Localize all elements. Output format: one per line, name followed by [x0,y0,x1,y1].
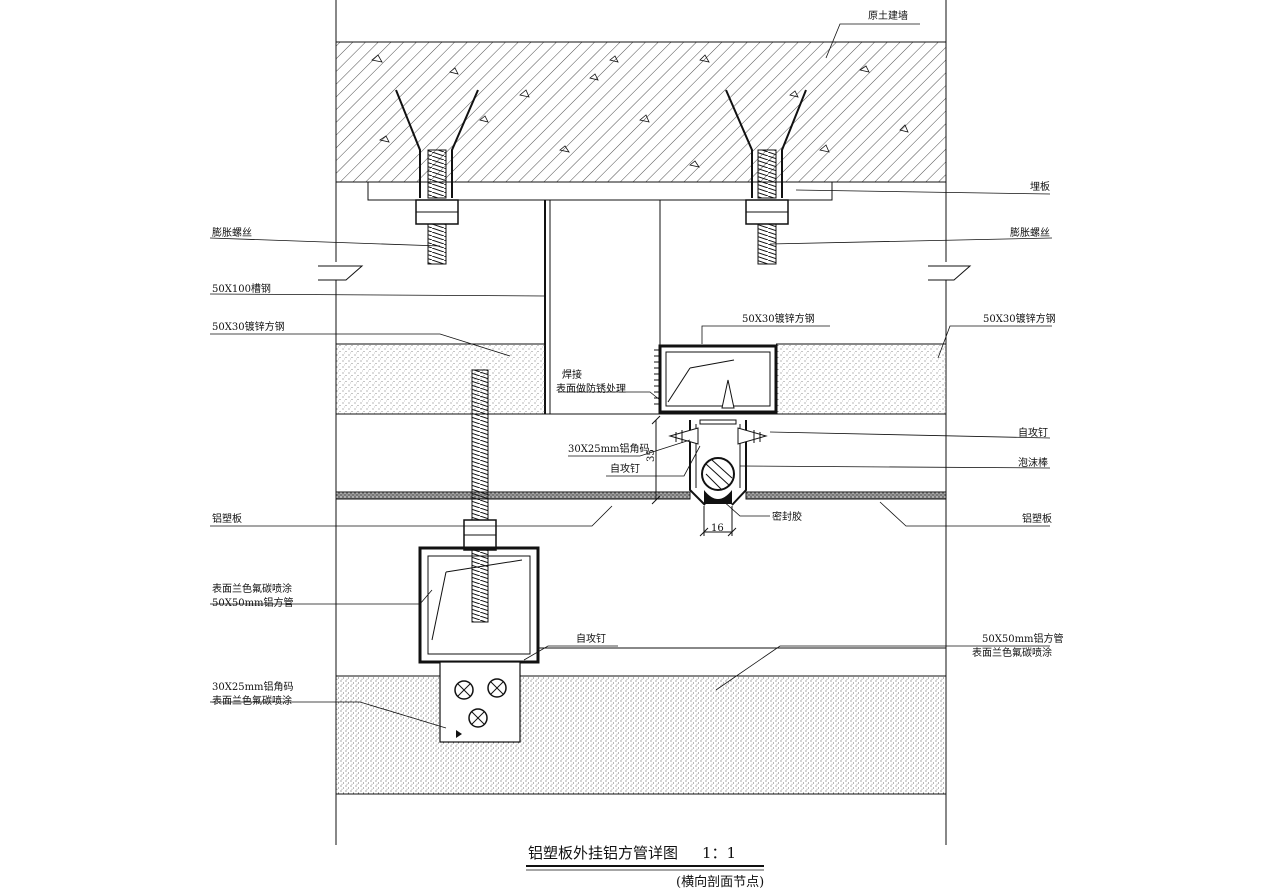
drawing-subtitle: (横向剖面节点) [676,874,764,890]
label-screw-right: 自攻钉 [1018,426,1048,439]
label-channel: 50X100槽钢 [212,282,271,295]
drawing-title: 铝塑板外挂铝方管详图 [528,844,678,862]
dim-joint-width: 16 [711,523,724,534]
leader-lines [209,23,1053,729]
title-block: 铝塑板外挂铝方管详图 1：1 (横向剖面节点) [526,844,764,890]
anchor-bolt-right [725,89,807,265]
label-tube-right-size: 50X50mm铝方管 [982,632,1064,645]
label-anchor-left: 膨胀螺丝 [212,226,252,239]
threaded-rod [463,369,497,623]
label-sealant: 密封胶 [772,510,802,523]
drawing-scale: 1：1 [702,844,736,862]
embed-plate [367,181,833,201]
label-square-steel-left: 50X30镀锌方钢 [212,320,285,333]
dim-clip-height: 35 [646,449,657,462]
label-tube-left-size: 50X50mm铝方管 [212,596,294,609]
lower-angle-clip [439,661,521,743]
label-tube-left-coating: 表面兰色氟碳喷涂 [212,582,292,595]
label-angle-clip: 30X25mm铝角码 [568,443,650,455]
label-acp-left: 铝塑板 [212,512,242,525]
center-square-tube [654,344,778,414]
channel-steel [544,200,661,414]
square-steel-band [336,343,946,415]
label-screw-center: 自攻钉 [610,462,640,475]
label-acp-right: 铝塑板 [1022,512,1052,525]
anchor-bolt-left [395,89,479,265]
label-square-steel-right: 50X30镀锌方钢 [983,312,1056,325]
label-screw-lower: 自攻钉 [576,632,606,645]
label-wall: 原土建墙 [868,9,908,22]
label-clip-lower-size: 30X25mm铝角码 [212,681,294,693]
label-weld-treatment: 表面做防锈处理 [556,382,626,395]
joint-assembly [668,419,768,506]
label-clip-lower-coating: 表面兰色氟碳喷涂 [212,694,292,707]
label-square-steel-top: 50X30镀锌方钢 [742,312,815,325]
acp-panels [335,491,947,500]
label-foam-rod: 泡沫棒 [1018,456,1048,469]
dimension-lines [651,415,737,537]
lower-fill-zone [336,647,946,795]
label-anchor-right: 膨胀螺丝 [1010,226,1050,239]
labels: 原土建墙 埋板 膨胀螺丝 膨胀螺丝 50X100槽钢 50X30镀锌方钢 50X… [212,9,1064,707]
label-tube-right-coating: 表面兰色氟碳喷涂 [972,646,1052,659]
label-embed-plate: 埋板 [1030,180,1050,193]
label-weld: 焊接 [562,368,582,381]
